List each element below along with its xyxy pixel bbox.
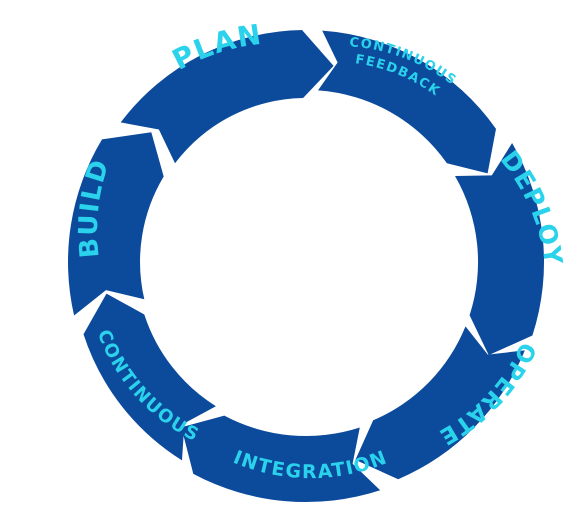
- segment-build: [68, 132, 164, 316]
- segment-continuous-feedback: [318, 30, 496, 174]
- segment-operate: [355, 326, 525, 480]
- segment-continuous: [83, 293, 216, 461]
- segment-deploy: [455, 143, 545, 356]
- segment-integration: [181, 415, 381, 503]
- segment-plan: [120, 30, 334, 164]
